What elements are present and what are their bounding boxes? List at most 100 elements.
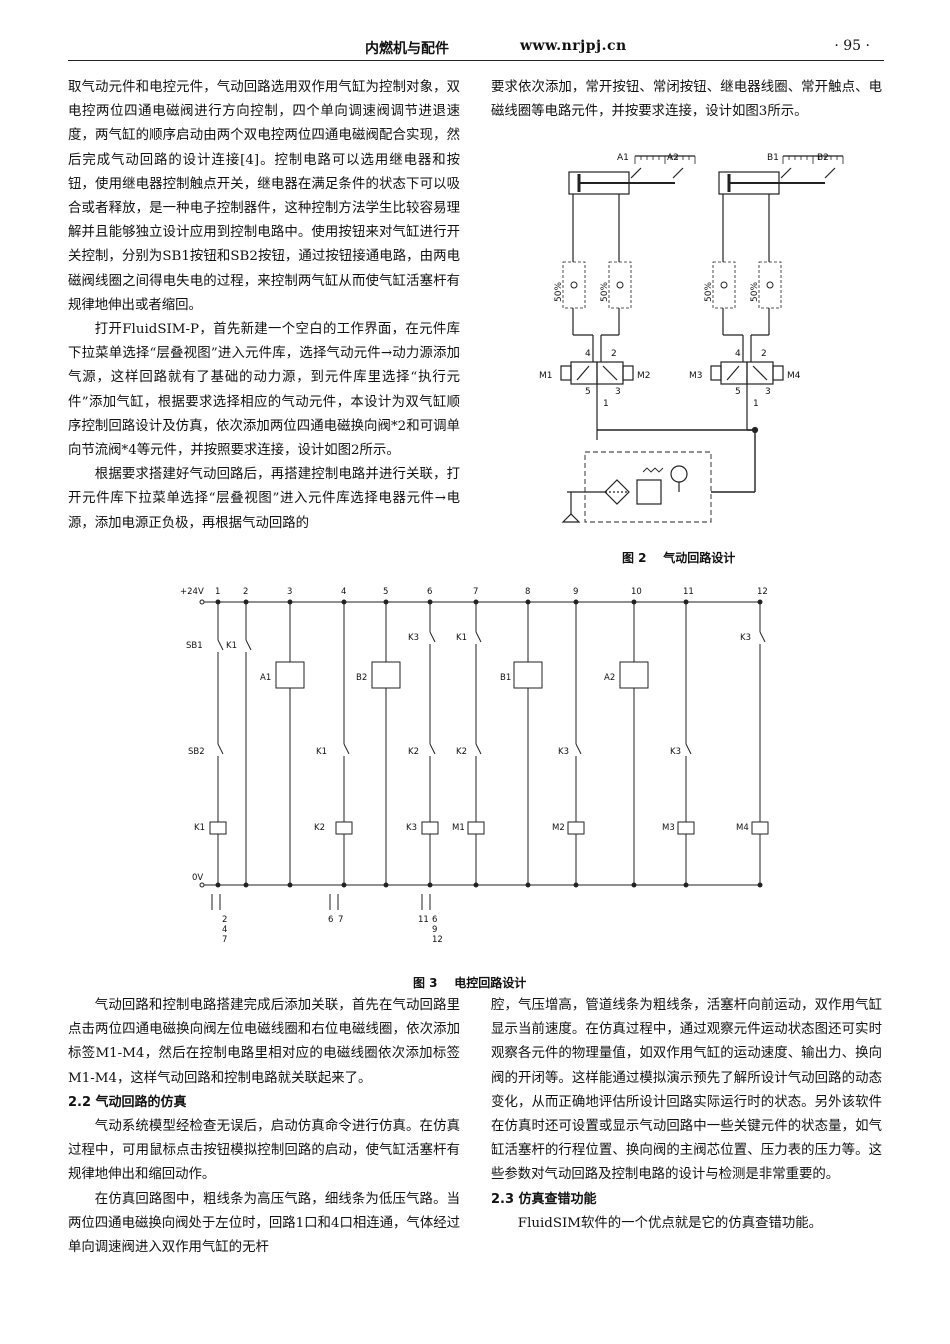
- contact: [475, 743, 482, 755]
- xref: 11: [418, 915, 429, 925]
- junction-dot: [631, 599, 637, 605]
- junction-dot: [427, 599, 433, 605]
- junction-dot: [757, 882, 763, 888]
- throttle-label: 50%: [704, 282, 714, 302]
- junction-dot: [683, 599, 689, 605]
- cylinder-label: B1: [767, 153, 779, 163]
- contact-label: SB2: [188, 747, 205, 757]
- xref: 12: [432, 935, 443, 945]
- contact: [429, 631, 436, 643]
- limit-switch: [371, 661, 401, 689]
- contact-gap: [243, 640, 249, 652]
- junction-dot: [287, 882, 293, 888]
- cylinder-a: [568, 155, 696, 262]
- coil-label: M3: [662, 823, 675, 833]
- cylinder-label: A2: [667, 153, 679, 163]
- coil-label: K3: [406, 823, 417, 833]
- contact-gap: [427, 632, 433, 644]
- switch-label: A2: [604, 673, 615, 683]
- junction-dot: [215, 599, 221, 605]
- throttle-label: 50%: [554, 282, 564, 302]
- xref: 9: [432, 925, 437, 935]
- port-label: 4: [735, 349, 741, 359]
- contact: [685, 743, 692, 755]
- right-column-top: 要求依次添加，常开按钮、常闭按钮、继电器线圈、常开触点、电磁线圈等电路元件，并按…: [491, 76, 882, 124]
- column-number: 12: [757, 587, 768, 597]
- contact-gap: [215, 640, 221, 652]
- contact-label: K2: [408, 747, 419, 757]
- switch-label: A1: [260, 673, 271, 683]
- paragraph: 要求依次添加，常开按钮、常闭按钮、继电器线圈、常开触点、电磁线圈等电路元件，并按…: [491, 80, 882, 120]
- supply-positive: +24V: [180, 587, 204, 597]
- left-column-bottom: 气动回路和控制电路搭建完成后添加关联，首先在气动回路里点击两位四通电磁换向阀左位…: [68, 994, 460, 1260]
- figure-3-caption: 图 3 电控回路设计: [413, 976, 527, 990]
- paragraph: 在仿真回路图中，粗线条为高压气路，细线条为低压气路。当两位四通电磁换向阀处于左位…: [68, 1191, 460, 1256]
- section-heading: 2.3 仿真查错功能: [491, 1191, 597, 1207]
- coil-label: M4: [736, 823, 749, 833]
- page-number: · 95 ·: [834, 38, 870, 54]
- contact-label: K3: [740, 633, 751, 643]
- junction-dot: [473, 599, 479, 605]
- column-number: 5: [383, 587, 388, 597]
- solenoid-label: M4: [787, 371, 801, 381]
- coil: [751, 821, 769, 835]
- xref: 6: [432, 915, 437, 925]
- throttle-label: 50%: [600, 282, 610, 302]
- contact: [429, 743, 436, 755]
- figure-2-caption: 图 2 气动回路设计: [622, 551, 736, 565]
- cylinder-b: [718, 155, 844, 262]
- switch-label: B1: [500, 673, 511, 683]
- coil-label: K1: [194, 823, 205, 833]
- column-number: 2: [243, 587, 248, 597]
- port-label: 2: [611, 349, 617, 359]
- junction-dot: [573, 882, 579, 888]
- contact-gap: [473, 744, 479, 756]
- column-number: 7: [473, 587, 478, 597]
- coil: [677, 821, 695, 835]
- junction-dot: [525, 599, 531, 605]
- contact: [475, 631, 482, 643]
- limit-switch: [275, 661, 305, 689]
- port-label: 5: [735, 387, 741, 397]
- xref: 2: [222, 915, 227, 925]
- paragraph: 气动回路和控制电路搭建完成后添加关联，首先在气动回路里点击两位四通电磁换向阀左位…: [68, 998, 460, 1086]
- journal-url: www.nrjpj.cn: [520, 38, 627, 54]
- solenoid-label: M1: [539, 371, 553, 381]
- junction-dot: [243, 599, 249, 605]
- paragraph: 气动系统模型经检查无误后，启动仿真命令进行仿真。在仿真过程中，可用鼠标点击按钮模…: [68, 1119, 460, 1183]
- column-number: 8: [525, 587, 530, 597]
- contact-label: K2: [456, 747, 467, 757]
- contact: [575, 743, 582, 755]
- contact-label: SB1: [186, 641, 203, 651]
- junction-dot: [287, 599, 293, 605]
- figure-2-pneumatic-circuit: A1 A2 B1 B2 M1 M2 M3 M4 4 2 5 3 1 4 2 5 …: [539, 153, 844, 523]
- contact-label: K1: [456, 633, 467, 643]
- paragraph: 取气动元件和电控元件，气动回路选用双作用气缸为控制对象，双电控两位四通电磁阀进行…: [68, 80, 460, 313]
- junction-dot: [383, 599, 389, 605]
- contact: [343, 743, 350, 755]
- switch-label: B2: [356, 673, 367, 683]
- contact-label: K1: [316, 747, 327, 757]
- solenoid-label: M3: [689, 371, 703, 381]
- contact-label: K3: [670, 747, 681, 757]
- coil: [335, 821, 353, 835]
- port-label: 1: [603, 399, 609, 409]
- contact-label: K3: [558, 747, 569, 757]
- junction-dot: [473, 882, 479, 888]
- cylinder-label: B2: [817, 153, 829, 163]
- junction-dot: [631, 882, 637, 888]
- supply-negative: 0V: [192, 873, 203, 883]
- junction-dot: [243, 882, 249, 888]
- column-number: 1: [215, 587, 220, 597]
- junction-dot: [341, 882, 347, 888]
- limit-switch: [513, 661, 543, 689]
- solenoid-label: M2: [637, 371, 651, 381]
- paragraph: 腔，气压增高，管道线条为粗线条，活塞杆向前运动，双作用气缸显示当前速度。在仿真过…: [491, 998, 882, 1183]
- circuit-columns: [209, 599, 769, 910]
- contact-label: K1: [226, 641, 237, 651]
- journal-name: 内燃机与配件: [365, 41, 449, 57]
- contact: [217, 743, 224, 755]
- contact-gap: [473, 632, 479, 644]
- column-number: 11: [683, 587, 694, 597]
